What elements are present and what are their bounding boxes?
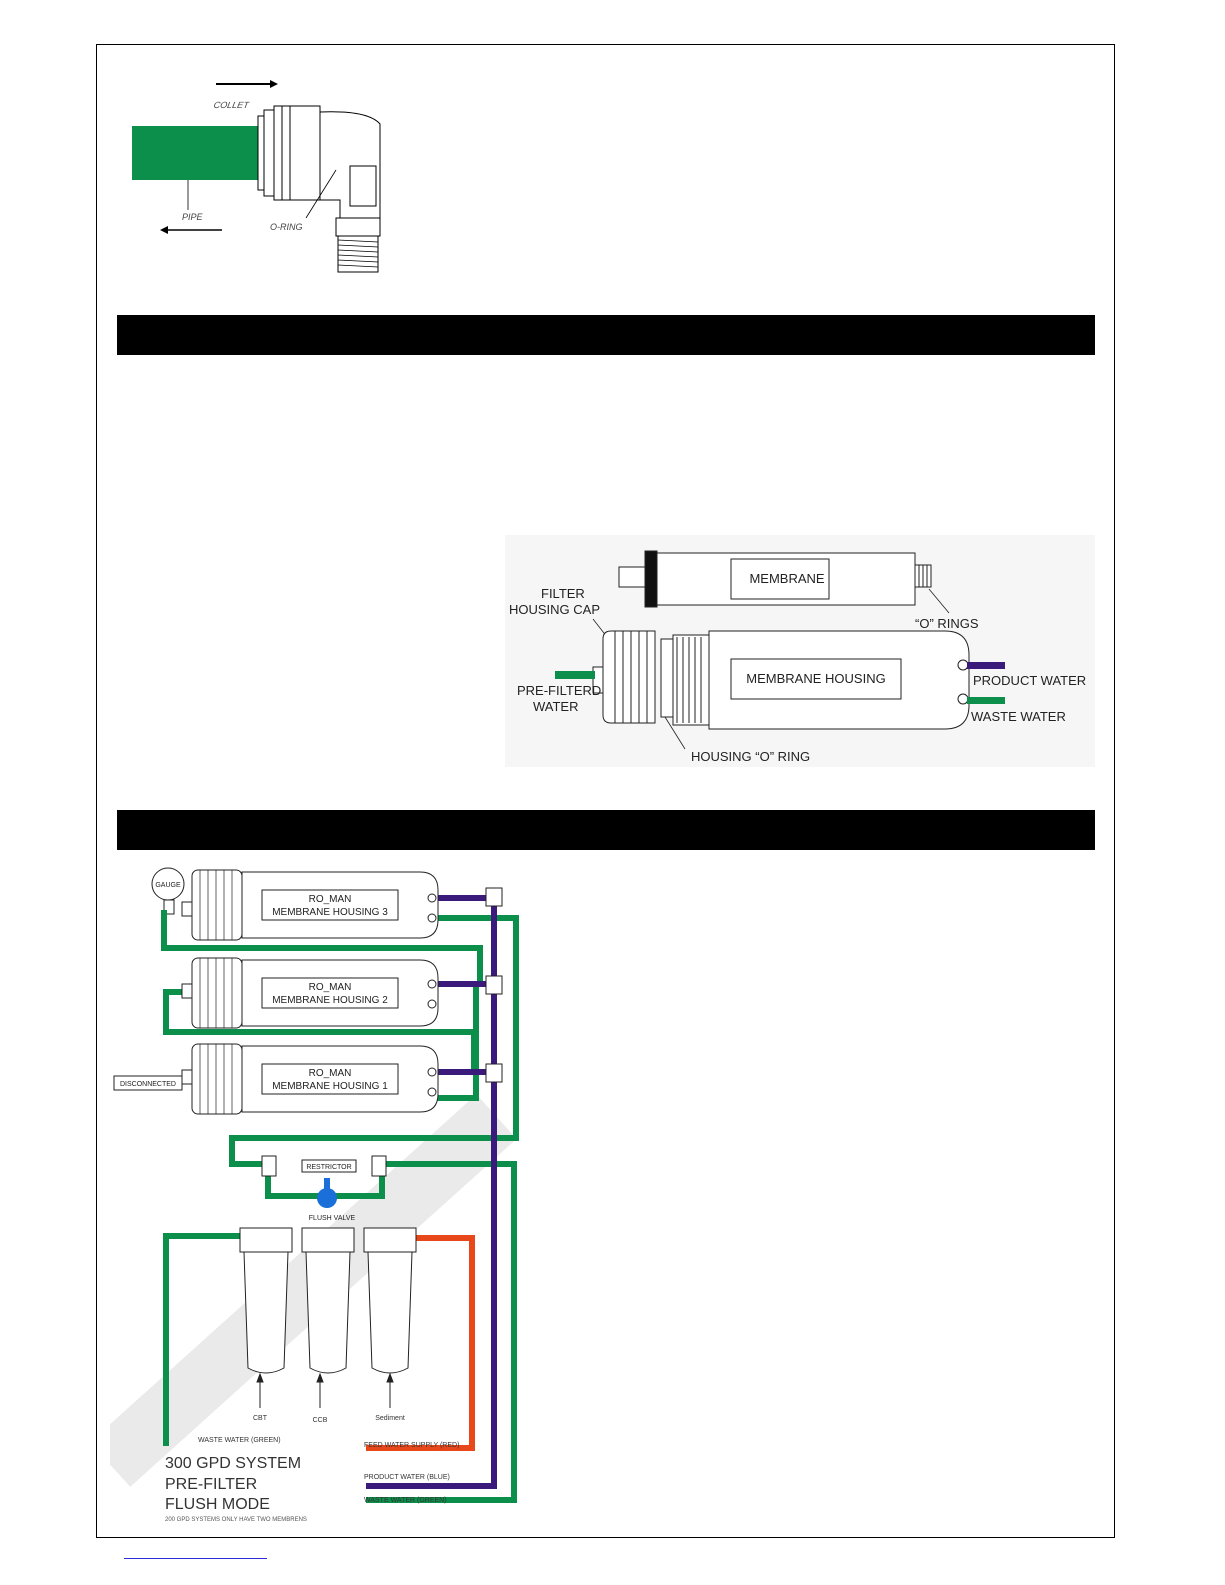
filter-arrows: [256, 1372, 394, 1408]
feed-plumbing: [366, 1235, 475, 1451]
page-border: [96, 44, 1115, 1538]
waste-water-label: WASTE WATER: [971, 709, 1066, 724]
gauge-label: GAUGE: [155, 882, 181, 889]
watermark: [110, 1094, 517, 1487]
waste-water-top-label: WASTE WATER (GREEN): [198, 1437, 281, 1444]
disconnected-tag: [113, 1075, 183, 1091]
system-title-line3: FLUSH MODE: [165, 1496, 270, 1513]
section-header-bar-2: [117, 810, 1095, 850]
prefiltered-label-line2: WATER: [533, 699, 579, 714]
product-water-label: PRODUCT WATER: [973, 673, 1086, 688]
fitting-diagram: COLLET PIPE O-RING: [132, 80, 381, 273]
housing-label: MEMBRANE HOUSING: [746, 671, 885, 686]
prefiltered-label-line1: PRE-FILTERD: [517, 683, 601, 698]
waste-water-label: WASTE WATER (GREEN): [364, 1497, 447, 1504]
cap-label-line1: FILTER: [541, 586, 585, 601]
o-ring-label: O-RING: [270, 222, 303, 232]
flush-valve-label: FLUSH VALVE: [309, 1215, 356, 1222]
pre-filter-canisters: [239, 1227, 417, 1374]
collet-arrow: [216, 80, 278, 88]
product-water-label: PRODUCT WATER (BLUE): [364, 1474, 450, 1481]
restrictor-label: RESTRICTOR: [306, 1164, 351, 1171]
product-plumbing: [366, 895, 497, 1489]
housing-2-label-line2: MEMBRANE HOUSING 2: [272, 995, 388, 1006]
disconnected-label: DISCONNECTED: [120, 1081, 176, 1088]
housing-1-label-line2: MEMBRANE HOUSING 1: [272, 1081, 388, 1092]
system-note: 200 GPD SYSTEMS ONLY HAVE TWO MEMBRENS: [165, 1517, 307, 1523]
housing-3-label-line2: MEMBRANE HOUSING 3: [272, 907, 388, 918]
flush-valve: [317, 1178, 337, 1208]
system-title-line1: 300 GPD SYSTEM: [165, 1455, 301, 1472]
section-header-bar-1: [117, 315, 1095, 355]
restrictor: [301, 1159, 357, 1173]
pipe-label: PIPE: [182, 212, 204, 222]
elbow-fitting: [257, 105, 381, 273]
pipe: [132, 126, 260, 180]
pipe-arrow: [160, 226, 222, 234]
filter-label-ccb: CCB: [313, 1417, 328, 1424]
system-diagram: GAUGE RO_MAN MEMBRANE HOUSING 3: [110, 867, 519, 1523]
membrane-housing-1: [181, 1043, 439, 1115]
housing-2-label-line1: RO_MAN: [309, 982, 352, 993]
system-title-line2: PRE-FILTER: [165, 1476, 257, 1493]
product-pipe: [967, 662, 1005, 669]
housing-1-label-line1: RO_MAN: [309, 1068, 352, 1079]
thread-lines: [337, 239, 379, 268]
filter-label-cbt: CBT: [253, 1415, 268, 1422]
membrane-housing: [660, 630, 970, 730]
membrane-label: MEMBRANE: [749, 571, 824, 586]
collet-label: COLLET: [213, 100, 251, 110]
housing-3-label-line1: RO_MAN: [309, 894, 352, 905]
o-rings-label: “O” RINGS: [915, 616, 979, 631]
prefiltered-pipe: [555, 671, 595, 679]
housing-cap: [592, 630, 656, 724]
membrane-element: [618, 550, 932, 608]
membrane-diagram: MEMBRANE “O” RINGS FILTER HOUSING CAP PR…: [505, 535, 1095, 767]
filter-label-sediment: Sediment: [375, 1415, 405, 1422]
membrane-housing-3: [181, 869, 439, 941]
cap-label-line2: HOUSING CAP: [509, 602, 600, 617]
housing-o-ring-label: HOUSING “O” RING: [691, 749, 810, 764]
feed-water-label: FEED WATER SUPPLY (RED): [364, 1442, 459, 1449]
tee-connectors: [485, 887, 503, 1083]
waste-pipe: [967, 697, 1005, 704]
footer-link-rule: [124, 1558, 267, 1559]
membrane-housing-2: [181, 957, 439, 1029]
